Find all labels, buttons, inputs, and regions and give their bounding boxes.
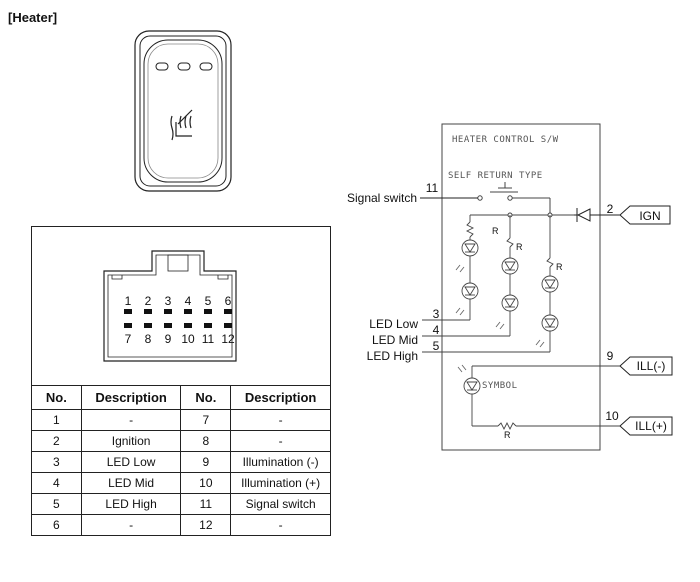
table-header-row: No. Description No. Description — [31, 385, 331, 410]
seat-heater-icon — [170, 109, 193, 141]
header-description: Description — [230, 385, 331, 410]
control-switch-box — [441, 123, 601, 451]
illumination-symbol-circuit — [457, 364, 620, 431]
connector-pin-5: 5 — [205, 294, 212, 308]
pin-11-number: 11 — [426, 181, 439, 195]
signal-switch-label: Signal switch — [347, 191, 417, 205]
pin-no: 3 — [31, 451, 82, 473]
ign-connector-tag: IGN — [619, 205, 671, 225]
pin-no: 11 — [180, 493, 232, 515]
connector-pin-9: 9 — [165, 332, 172, 346]
pin-description: - — [80, 409, 182, 431]
connector-pin-7: 7 — [125, 332, 132, 346]
box-title: HEATER CONTROL S/W — [452, 135, 559, 145]
pin-2-number: 2 — [607, 202, 614, 216]
pin-description: - — [230, 409, 331, 431]
diode-icon — [574, 208, 620, 222]
connector-pin-11: 11 — [202, 332, 215, 346]
pin-no: 1 — [31, 409, 82, 431]
pin-description: - — [80, 514, 182, 536]
connector-pin-1: 1 — [125, 294, 132, 308]
switch-type-label: SELF RETURN TYPE — [448, 171, 543, 181]
ill-plus-connector-tag: ILL(+) — [619, 416, 673, 436]
connector-diagram: 1 2 3 4 5 6 7 8 9 10 11 12 — [31, 226, 331, 386]
pin-no: 6 — [31, 514, 82, 536]
resistor-mark: R — [504, 430, 511, 440]
pin-description: - — [230, 514, 331, 536]
pin-description: LED Mid — [80, 472, 182, 494]
pin-3-number: 3 — [433, 307, 440, 321]
led-mid-label: LED Mid — [372, 333, 418, 347]
indicator-led-icon — [155, 62, 213, 71]
led-branch-low — [422, 215, 479, 321]
connector-pin-12: 12 — [221, 332, 235, 346]
pin-no: 5 — [31, 493, 82, 515]
ign-label: IGN — [639, 209, 660, 223]
ill-minus-connector-tag: ILL(-) — [619, 356, 673, 376]
push-switch-icon — [477, 182, 518, 201]
pin-10-number: 10 — [605, 409, 619, 423]
pin-no: 8 — [180, 430, 232, 452]
led-branch-high — [422, 215, 559, 353]
resistor-mark: R — [516, 242, 523, 252]
pin-5-number: 5 — [433, 339, 440, 353]
connector-pin-6: 6 — [225, 294, 232, 308]
pin-9-number: 9 — [607, 349, 614, 363]
led-low-label: LED Low — [369, 317, 418, 331]
heater-switch-illustration — [134, 30, 232, 192]
led-high-label: LED High — [367, 349, 418, 363]
header-description: Description — [80, 385, 182, 410]
pin-no: 9 — [180, 451, 232, 473]
pin-no: 2 — [31, 430, 82, 452]
pin-description: Signal switch — [230, 493, 331, 515]
connector-pin-3: 3 — [165, 294, 172, 308]
resistor-mark: R — [492, 226, 499, 236]
resistor-mark: R — [556, 262, 563, 272]
table-row: 6-12- — [31, 514, 331, 536]
pin-no: 10 — [180, 472, 232, 494]
section-title: [Heater] — [8, 10, 58, 25]
pin-description: LED High — [80, 493, 182, 515]
header-no: No. — [180, 385, 232, 410]
pin-description: - — [230, 430, 331, 452]
pin-no: 7 — [180, 409, 232, 431]
connector-pin-8: 8 — [145, 332, 152, 346]
symbol-label: SYMBOL — [482, 381, 518, 391]
header-no: No. — [31, 385, 82, 410]
connector-pin-10: 10 — [181, 332, 195, 346]
heater-control-schematic: HEATER CONTROL S/W SELF RETURN TYPE 11 S… — [347, 123, 673, 451]
pin-description: Illumination (+) — [230, 472, 331, 494]
ill-plus-label: ILL(+) — [635, 419, 667, 433]
led-branch-mid — [422, 215, 519, 337]
connector-pin-4: 4 — [185, 294, 192, 308]
pin-no: 12 — [180, 514, 232, 536]
pin-description: LED Low — [80, 451, 182, 473]
pin-4-number: 4 — [433, 323, 440, 337]
pin-no: 4 — [31, 472, 82, 494]
pin-description: Illumination (-) — [230, 451, 331, 473]
ill-minus-label: ILL(-) — [637, 359, 666, 373]
table-row: 1-7- — [31, 409, 331, 431]
connector-pin-2: 2 — [145, 294, 152, 308]
pin-description: Ignition — [80, 430, 182, 452]
